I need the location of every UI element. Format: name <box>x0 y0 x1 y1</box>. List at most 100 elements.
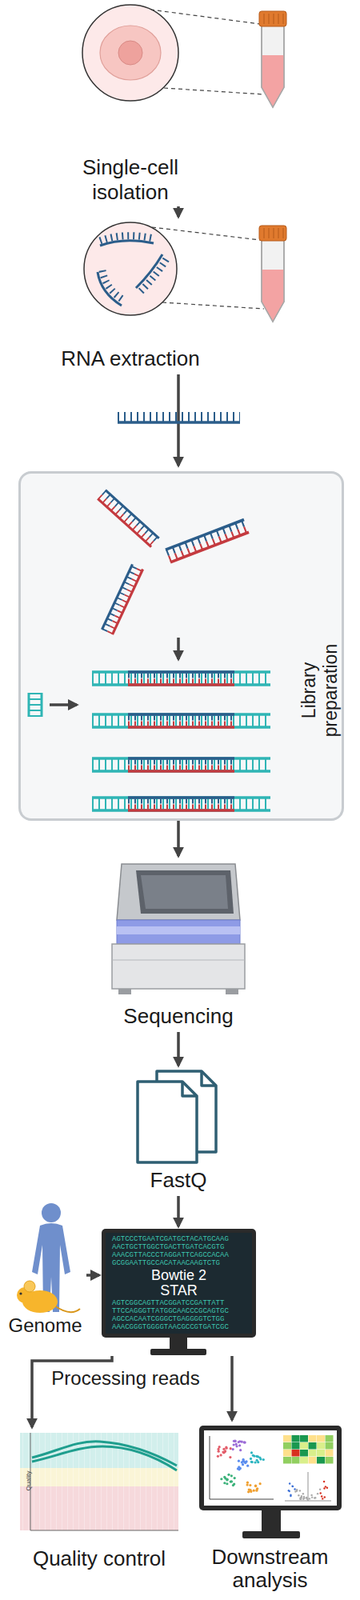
step-label: Library preparation <box>298 618 342 763</box>
quality-chart <box>20 1432 179 1531</box>
sequencer-figure <box>112 864 245 995</box>
flow-arrow <box>230 1356 234 1420</box>
analysis-monitor <box>218 1445 221 1448</box>
analysis-monitor <box>253 1460 256 1464</box>
analysis-monitor <box>222 1448 225 1451</box>
rna-extraction-figure <box>84 222 287 322</box>
analysis-monitor <box>300 1435 308 1443</box>
flow-arrow <box>176 1032 180 1066</box>
analysis-monitor <box>254 1484 257 1488</box>
step-label: Sequencing <box>82 1004 275 1029</box>
analysis-monitor <box>244 1461 247 1464</box>
analysis-monitor <box>199 1425 342 1511</box>
step-label: Single-cell isolation <box>46 155 215 205</box>
analysis-monitor <box>288 1480 328 1500</box>
analysis-monitor <box>308 1497 311 1500</box>
analysis-monitor <box>217 1450 220 1453</box>
flow-arrow <box>176 374 180 466</box>
analysis-monitor <box>288 1489 290 1492</box>
analysis-monitor <box>320 1492 322 1494</box>
processing-monitor <box>101 1228 256 1338</box>
analysis-monitor <box>242 1531 300 1539</box>
analysis-monitor <box>314 1496 316 1499</box>
analysis-monitor <box>258 1456 261 1459</box>
analysis-monitor <box>283 1456 292 1464</box>
analysis-monitor <box>225 1482 228 1485</box>
analysis-monitor <box>324 1496 326 1498</box>
processing-monitor <box>150 1348 207 1356</box>
step-label: STAR <box>152 1283 205 1299</box>
analysis-monitor <box>326 1487 328 1489</box>
sequence-read: AAACGGGTGGGGTAACGCCGTGATCGC <box>112 1323 250 1332</box>
analysis-monitor <box>250 1460 253 1464</box>
quality-chart <box>30 1432 179 1531</box>
step-label: Quality control <box>16 1546 183 1572</box>
axis-label: Quality <box>24 1464 33 1497</box>
analysis-monitor <box>323 1487 325 1489</box>
analysis-monitor <box>232 1443 236 1446</box>
analysis-monitor <box>252 1489 256 1492</box>
library-preparation-figure <box>40 692 44 717</box>
analysis-monitor <box>310 1494 312 1496</box>
analysis-monitor <box>209 1436 274 1500</box>
analysis-monitor <box>311 1496 313 1498</box>
step-label: Bowtie 2 <box>140 1268 217 1284</box>
analysis-monitor <box>230 1480 233 1483</box>
analysis-monitor <box>320 1495 323 1497</box>
library-preparation-figure <box>49 703 77 707</box>
quality-chart <box>32 1441 177 1466</box>
cell-isolation-figure <box>118 40 143 65</box>
analysis-monitor <box>305 1496 308 1499</box>
analysis-monitor <box>233 1439 236 1442</box>
fastq-file-icon <box>137 1071 216 1163</box>
process-step: Library preparation <box>18 471 344 821</box>
analysis-monitor <box>319 1488 321 1490</box>
analysis-monitor <box>261 1510 281 1533</box>
analysis-monitor <box>283 1442 292 1450</box>
analysis-monitor <box>300 1449 308 1457</box>
analysis-monitor <box>292 1456 300 1464</box>
analysis-monitor <box>220 1477 223 1480</box>
sequencer-figure <box>140 875 228 909</box>
stage-label: Processing reads <box>49 1366 202 1390</box>
sequence-read: AACTGCTTGGCTGACTTGATCACGTG <box>112 1243 250 1252</box>
analysis-monitor <box>262 1458 265 1461</box>
sequencer-figure <box>116 920 240 944</box>
analysis-monitor <box>199 1425 342 1539</box>
analysis-monitor <box>324 1485 327 1488</box>
fastq-file-icon <box>137 1081 197 1163</box>
quality-chart <box>20 1432 179 1531</box>
analysis-monitor <box>297 1494 300 1496</box>
analysis-monitor <box>251 1460 254 1464</box>
library-preparation-figure <box>29 692 41 717</box>
sequencer-figure <box>112 960 245 961</box>
sequencer-figure <box>116 864 240 920</box>
analysis-monitor <box>204 1430 337 1506</box>
analysis-monitor <box>308 1449 317 1457</box>
analysis-monitor <box>308 1456 317 1464</box>
sequencer-figure <box>225 988 239 995</box>
analysis-monitor <box>244 1440 247 1444</box>
analysis-monitor <box>237 1460 240 1463</box>
rna-extraction-figure <box>84 222 177 316</box>
analysis-monitor <box>229 1447 232 1450</box>
cell-isolation-figure <box>82 4 179 101</box>
analysis-monitor <box>250 1451 253 1454</box>
rna-extraction-figure <box>152 227 260 240</box>
analysis-monitor <box>248 1484 252 1487</box>
analysis-monitor <box>325 1456 334 1464</box>
analysis-monitor <box>283 1435 334 1464</box>
sequence-read: AAACGTTACCCTAGGATTCAGCCACAA <box>112 1251 250 1260</box>
sequencer-figure <box>112 944 245 989</box>
analysis-monitor <box>316 1456 325 1464</box>
analysis-monitor <box>236 1467 240 1470</box>
analysis-monitor <box>313 1496 316 1499</box>
analysis-monitor <box>239 1467 242 1470</box>
analysis-monitor <box>292 1449 300 1457</box>
step-label: FastQ <box>130 1168 227 1193</box>
process-step: Genome <box>4 1200 87 1340</box>
analysis-monitor <box>323 1480 325 1483</box>
fastq-file-icon <box>201 1071 216 1086</box>
analysis-monitor <box>291 1485 293 1488</box>
